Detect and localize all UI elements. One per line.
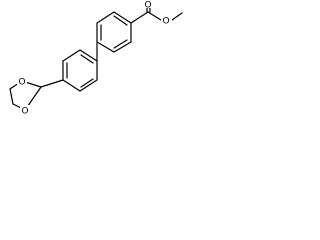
phenyl-ring-a xyxy=(62,49,98,92)
ring-b-bond-2 xyxy=(113,41,132,53)
ring-a-inner-bond-3 xyxy=(80,54,94,64)
bond-carbonyl-c-ester-o xyxy=(147,11,162,21)
ring-b-bond-4 xyxy=(113,11,132,24)
atom-label-o-carbonyl: O xyxy=(144,1,151,11)
bond-ch2-ch2 xyxy=(9,88,14,105)
ring-b-inner-bond-3 xyxy=(113,15,128,26)
ring-a-bond-2 xyxy=(79,79,98,92)
ring-b-bond-1 xyxy=(96,41,115,53)
methyl-ester-group xyxy=(130,6,183,24)
structure-diagram: O O O O xyxy=(0,0,185,123)
phenyl-ring-b xyxy=(96,11,132,53)
ring-b-inner-bond-2 xyxy=(113,39,128,49)
bond-acetal-ring-a xyxy=(40,79,64,88)
ring-a-inner-bond-2 xyxy=(80,78,94,88)
atom-labels: O O O O xyxy=(17,0,172,117)
atom-label-o-dioxolane-lower: O xyxy=(21,107,28,117)
bond-ester-o-methyl xyxy=(171,12,183,21)
molecule-canvas: O O O O xyxy=(9,0,183,117)
ring-a-bond-4 xyxy=(79,49,98,62)
ring-a-bond-1 xyxy=(62,79,81,92)
bond-ring-carbonyl-c xyxy=(130,11,149,24)
ring-a-bond-5 xyxy=(62,49,81,62)
atom-label-o-dioxolane-upper: O xyxy=(18,78,25,88)
ring-b-bond-5 xyxy=(96,11,115,24)
atom-label-o-ester: O xyxy=(162,17,169,27)
